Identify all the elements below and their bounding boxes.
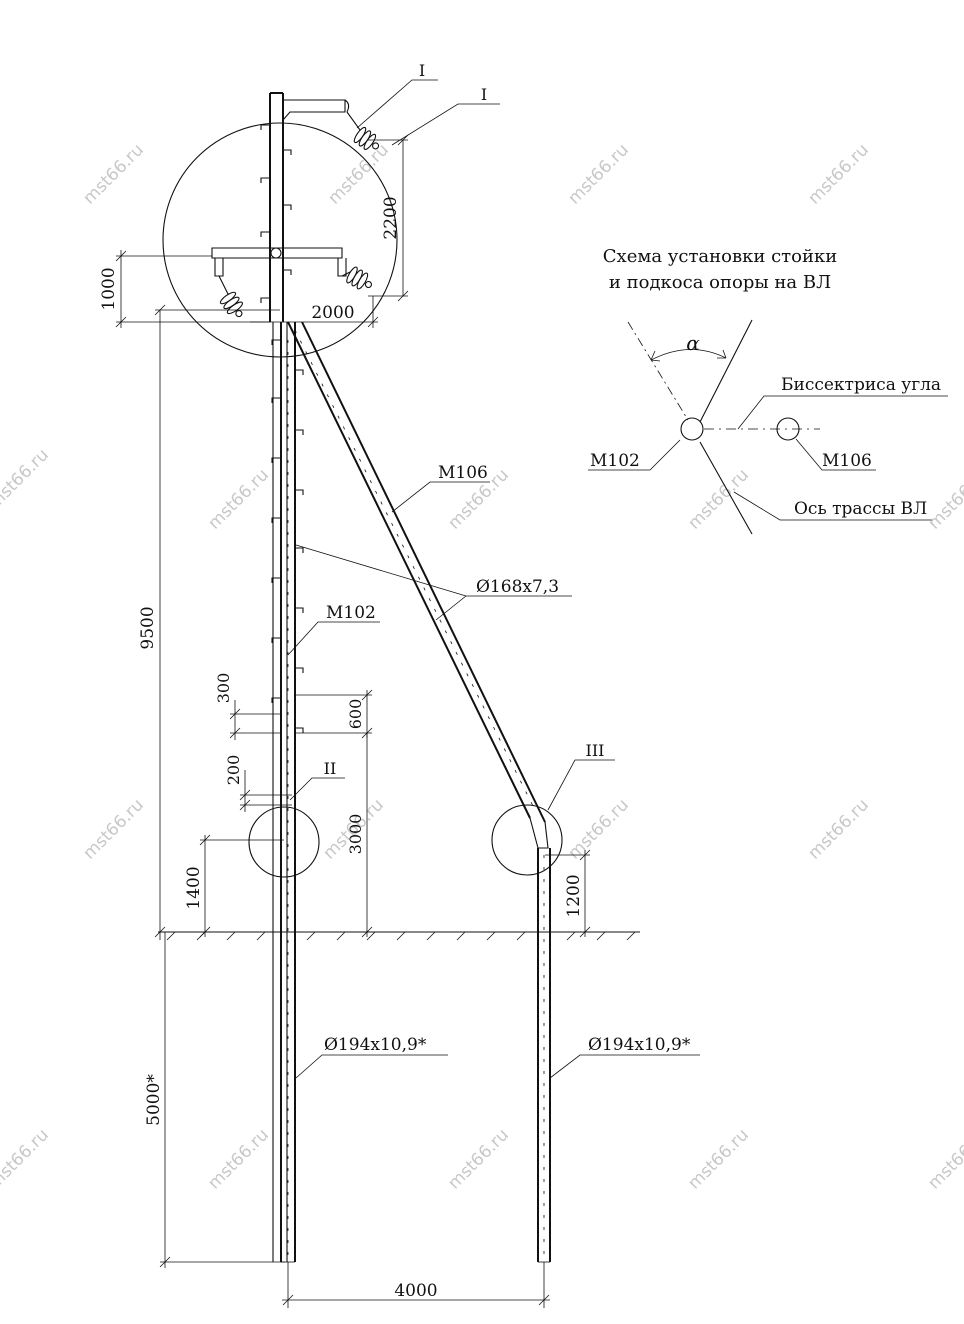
dim-1200: 1200 xyxy=(564,874,584,917)
dim-1400: 1400 xyxy=(184,866,204,909)
label-brace-m106: М106 xyxy=(438,463,488,483)
scheme-title-line1: Схема установки стойки xyxy=(603,246,837,267)
upper-crossarm xyxy=(282,99,380,151)
callout-iii: III xyxy=(586,741,605,760)
watermark: mst66.ru xyxy=(564,140,633,209)
brace xyxy=(287,321,549,849)
brace-foot-pipe xyxy=(537,848,551,1263)
scheme-post-circle xyxy=(680,417,704,441)
installation-scheme: Схема установки стойки и подкоса опоры н… xyxy=(588,246,948,535)
label-tube-168: Ø168x7,3 xyxy=(476,577,559,597)
detail-circle-ii xyxy=(248,806,320,878)
watermark: mst66.ru xyxy=(79,140,148,209)
watermark: mst66.ru xyxy=(204,465,273,534)
callout-i-2: I xyxy=(481,85,487,104)
watermark: mst66.ru xyxy=(804,795,873,864)
label-pipe-194-left: Ø194x10,9* xyxy=(324,1035,427,1055)
watermarks: mst66.ru mst66.ru mst66.ru mst66.ru mst6… xyxy=(0,140,964,1194)
dimension-lines xyxy=(115,134,591,1308)
watermark: mst66.ru xyxy=(0,445,53,514)
dim-600: 600 xyxy=(346,699,365,730)
watermark: mst66.ru xyxy=(564,795,633,864)
main-post xyxy=(269,92,296,1263)
climbing-pegs xyxy=(260,124,304,733)
label-post-m102: М102 xyxy=(326,603,376,623)
watermark: mst66.ru xyxy=(79,795,148,864)
label-pipe-194-right: Ø194x10,9* xyxy=(588,1035,691,1055)
scheme-title-line2: и подкоса опоры на ВЛ xyxy=(609,272,831,293)
dim-1000: 1000 xyxy=(99,267,119,310)
watermark: mst66.ru xyxy=(804,140,873,209)
watermark: mst66.ru xyxy=(0,1125,53,1194)
watermark: mst66.ru xyxy=(444,1125,513,1194)
scheme-post-label: М102 xyxy=(590,451,640,471)
dim-200: 200 xyxy=(224,755,243,786)
dim-3000: 3000 xyxy=(346,814,365,855)
watermark: mst66.ru xyxy=(924,1125,964,1194)
callout-ii: II xyxy=(324,759,337,778)
watermark: mst66.ru xyxy=(204,1125,273,1194)
scheme-bisector: Биссектриса угла xyxy=(781,375,941,395)
scheme-brace-label: М106 xyxy=(822,451,872,471)
dim-2200: 2200 xyxy=(381,196,401,239)
watermark: mst66.ru xyxy=(684,1125,753,1194)
detail-circle-iii xyxy=(491,804,563,876)
scheme-route-axis: Ось трассы ВЛ xyxy=(794,499,927,519)
dim-300: 300 xyxy=(214,673,233,704)
watermark: mst66.ru xyxy=(924,465,964,534)
dim-4000: 4000 xyxy=(394,1281,437,1301)
callout-i-1: I xyxy=(419,61,425,80)
ground-line xyxy=(158,931,640,941)
dim-2000: 2000 xyxy=(311,303,354,323)
dim-5000: 5000* xyxy=(144,1074,164,1126)
dim-9500: 9500 xyxy=(138,606,158,649)
leader-lines xyxy=(287,79,700,1079)
scheme-angle: α xyxy=(686,331,700,355)
